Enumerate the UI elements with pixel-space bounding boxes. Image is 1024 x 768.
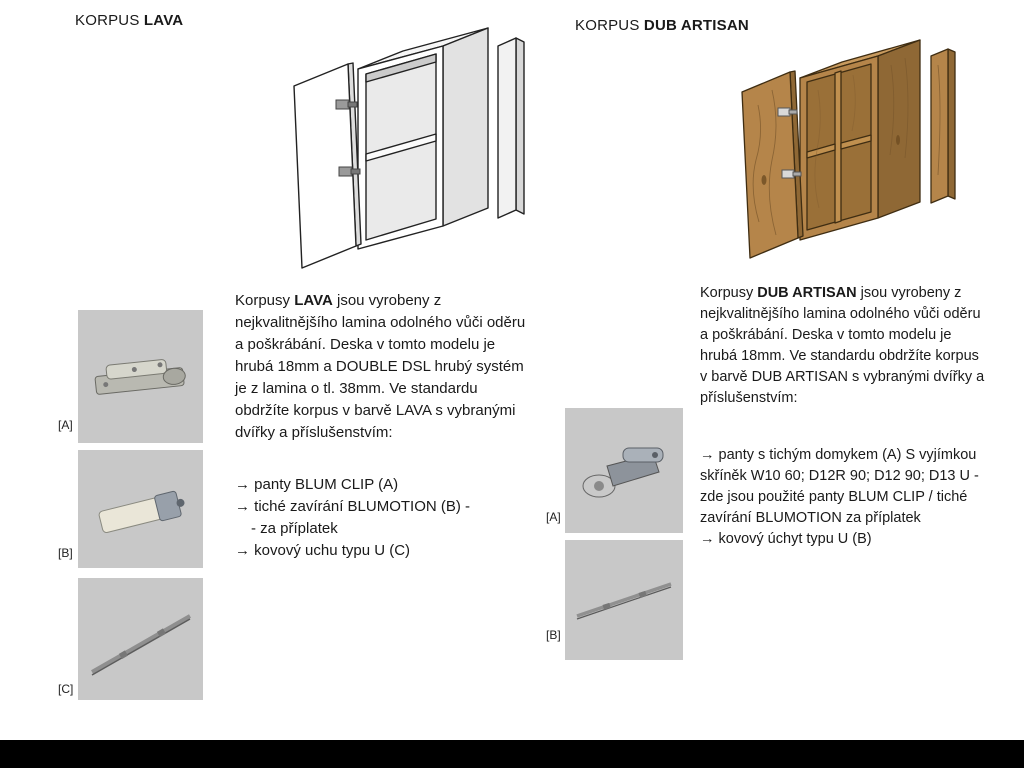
- text-segment: jsou vyrobeny z nejkvalitnějšího lamina …: [235, 292, 526, 441]
- korpus-lava-heading: KORPUS LAVA: [75, 12, 183, 29]
- korpus-dub-artisan-heading: KORPUS DUB ARTISAN: [575, 17, 749, 34]
- lava-paragraph: Korpusy LAVA jsou vyrobeny z nejkvalitně…: [235, 290, 527, 444]
- bullet-item-continuation: - za příplatek: [251, 520, 338, 537]
- label-b: [B]: [546, 628, 561, 642]
- heading-name-dub-artisan: DUB ARTISAN: [643, 17, 749, 34]
- lava-description: Korpusy LAVA jsou vyrobeny z nejkvalitně…: [235, 290, 527, 562]
- label-a: [A]: [58, 418, 73, 432]
- u-handle-photo: [565, 540, 683, 660]
- heading-prefix: KORPUS: [575, 17, 644, 34]
- bullet-item: → panty s tichým domykem (A) S vyjímkou …: [700, 447, 979, 526]
- blum-clip-hinge-photo: [78, 310, 203, 443]
- text-segment: jsou vyrobeny z nejkvalitnějšího lamina …: [700, 285, 985, 406]
- heading-prefix: KORPUS: [75, 12, 144, 29]
- label-b: [B]: [58, 546, 73, 560]
- text-segment: Korpusy: [700, 285, 758, 301]
- lava-bullet-list: → panty BLUM CLIP (A) → tiché zavírání B…: [235, 474, 527, 562]
- soft-close-hinge-photo: [565, 408, 683, 533]
- bullet-item: → panty BLUM CLIP (A): [235, 476, 399, 493]
- text-segment-bold: LAVA: [294, 292, 333, 309]
- label-c: [C]: [58, 682, 74, 696]
- heading-name-lava: LAVA: [143, 12, 184, 29]
- text-segment: Korpusy: [235, 292, 295, 309]
- bullet-item: → tiché zavírání BLUMOTION (B) -: [235, 498, 471, 515]
- u-handle-photo: [78, 578, 203, 700]
- label-a: [A]: [546, 510, 561, 524]
- dub-artisan-description: Korpusy DUB ARTISAN jsou vyrobeny z nejk…: [700, 283, 986, 550]
- bottom-black-bar: [0, 740, 1024, 768]
- bullet-item: → kovový úchyt typu U (B): [700, 531, 872, 547]
- dub-artisan-paragraph: Korpusy DUB ARTISAN jsou vyrobeny z nejk…: [700, 283, 986, 409]
- cabinet-illustration-dub-artisan: [728, 20, 963, 265]
- cabinet-illustration-lava: [278, 4, 528, 277]
- text-segment-bold: DUB ARTISAN: [757, 285, 857, 301]
- blumotion-damper-photo: [78, 450, 203, 568]
- dub-artisan-bullet-list: → panty s tichým domykem (A) S vyjímkou …: [700, 445, 986, 550]
- bullet-item: → kovový uchu typu U (C): [235, 542, 411, 559]
